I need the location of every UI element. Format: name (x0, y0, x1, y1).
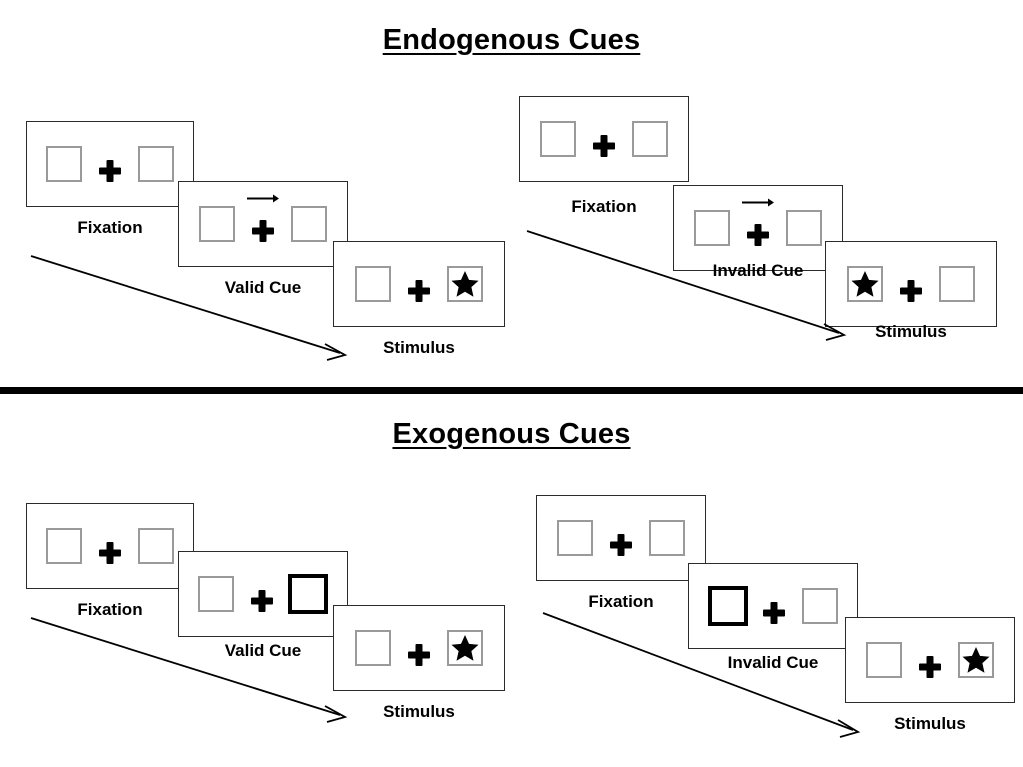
right-box (138, 528, 174, 564)
right-box (802, 588, 838, 624)
left-box (199, 206, 235, 242)
time-progression-arrow-icon (30, 617, 348, 723)
time-progression-arrow-icon (542, 612, 861, 738)
left-box (866, 642, 902, 678)
right-box (939, 266, 975, 302)
right-box (786, 210, 822, 246)
right-box-cued (288, 574, 328, 614)
right-box (447, 266, 483, 302)
center-column (610, 520, 632, 556)
plus-icon (99, 542, 121, 564)
plus-icon (408, 280, 430, 302)
plus-icon (919, 656, 941, 678)
panel-content (846, 618, 1014, 702)
center-column (99, 528, 121, 564)
panel-endogenous-invalid-fixation (519, 96, 689, 182)
stage-label-valid-cue: Valid Cue (224, 278, 302, 297)
left-box (355, 630, 391, 666)
panel-content (27, 122, 193, 206)
left-box (198, 576, 234, 612)
plus-icon (408, 644, 430, 666)
center-column (919, 642, 941, 678)
stage-label-fixation: Fixation (77, 218, 143, 237)
left-box (694, 210, 730, 246)
panel-endogenous-valid-fixation (26, 121, 194, 207)
panel-content (826, 242, 996, 326)
panel-content (179, 552, 347, 636)
time-progression-arrow-icon (30, 255, 348, 361)
left-box (847, 266, 883, 302)
panel-endogenous-valid-stimulus (333, 241, 505, 327)
section-title-endogenous: Endogenous Cues (382, 24, 641, 56)
star-icon (451, 635, 479, 661)
section-title-exogenous: Exogenous Cues (392, 418, 631, 450)
stage-label-stimulus: Stimulus (383, 338, 455, 357)
left-box (46, 528, 82, 564)
arrow-right-icon (742, 198, 774, 207)
left-box (540, 121, 576, 157)
panel-endogenous-invalid-cue (673, 185, 843, 271)
panel-exogenous-invalid-cue (688, 563, 858, 649)
panel-content (27, 504, 193, 588)
panel-content (689, 564, 857, 648)
star-icon (962, 647, 990, 673)
left-box (46, 146, 82, 182)
panel-content (520, 97, 688, 181)
panel-exogenous-invalid-fixation (536, 495, 706, 581)
panel-exogenous-valid-fixation (26, 503, 194, 589)
star-icon (451, 271, 479, 297)
center-column (408, 630, 430, 666)
center-column (900, 266, 922, 302)
panel-exogenous-valid-stimulus (333, 605, 505, 691)
panel-content (334, 242, 504, 326)
plus-icon (610, 534, 632, 556)
plus-icon (900, 280, 922, 302)
stage-label-stimulus: Stimulus (875, 322, 947, 341)
center-column (99, 146, 121, 182)
center-column (408, 266, 430, 302)
time-progression-arrow-icon (526, 230, 847, 341)
panel-content (334, 606, 504, 690)
panel-endogenous-valid-cue (178, 181, 348, 267)
arrow-right-icon (247, 194, 279, 203)
stage-label-stimulus: Stimulus (383, 702, 455, 721)
left-box (355, 266, 391, 302)
panel-content (537, 496, 705, 580)
section-divider (0, 387, 1023, 394)
stage-label-fixation: Fixation (571, 197, 637, 216)
center-column (247, 194, 279, 242)
plus-icon (593, 135, 615, 157)
panel-content (179, 182, 347, 266)
panel-content (674, 186, 842, 270)
right-box (447, 630, 483, 666)
left-box (557, 520, 593, 556)
plus-icon (252, 220, 274, 242)
stage-label-stimulus: Stimulus (894, 714, 966, 733)
panel-exogenous-invalid-stimulus (845, 617, 1015, 703)
center-column (593, 121, 615, 157)
right-box (958, 642, 994, 678)
stage-label-invalid-cue: Invalid Cue (712, 261, 804, 280)
stage-label-invalid-cue: Invalid Cue (727, 653, 819, 672)
panel-endogenous-invalid-stimulus (825, 241, 997, 327)
stage-label-fixation: Fixation (588, 592, 654, 611)
plus-icon (251, 590, 273, 612)
stage-label-valid-cue: Valid Cue (224, 641, 302, 660)
center-column (742, 198, 774, 246)
right-box (632, 121, 668, 157)
panel-exogenous-valid-cue (178, 551, 348, 637)
right-box (649, 520, 685, 556)
right-box (291, 206, 327, 242)
left-box-cued (708, 586, 748, 626)
stage-label-fixation: Fixation (77, 600, 143, 619)
plus-icon (99, 160, 121, 182)
center-column (251, 576, 273, 612)
right-box (138, 146, 174, 182)
star-icon (851, 271, 879, 297)
